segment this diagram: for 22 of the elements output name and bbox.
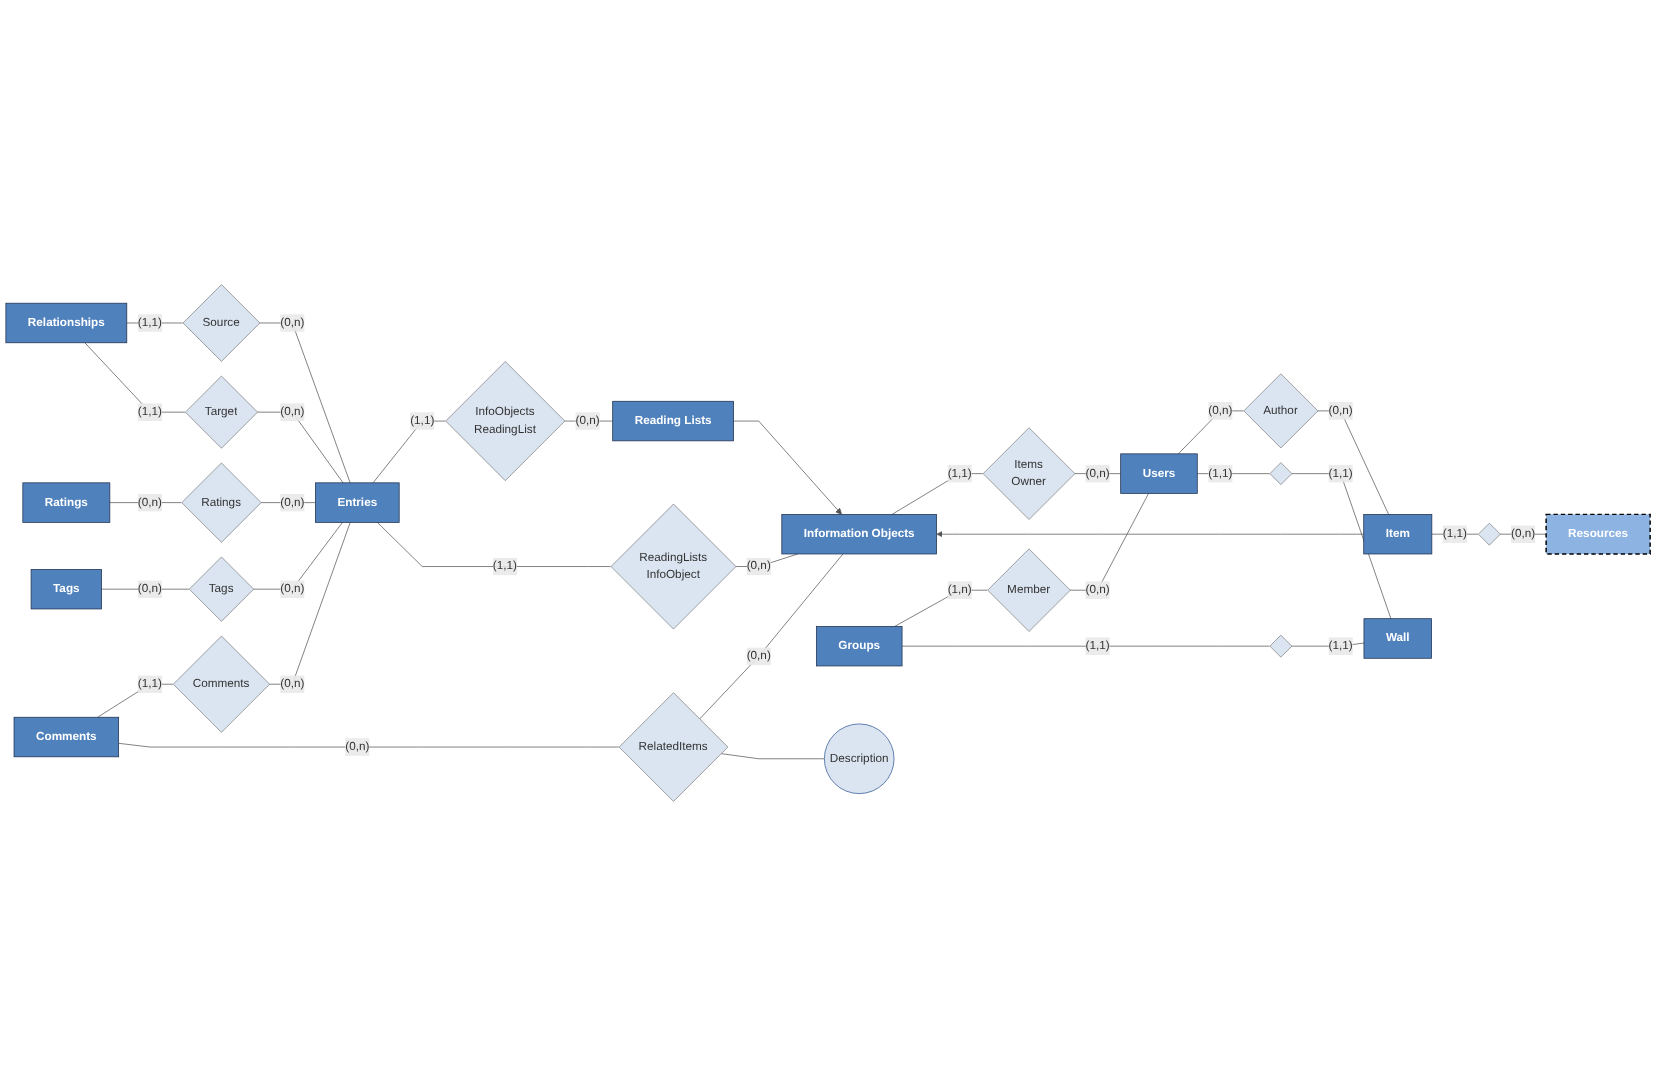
node-diamond	[1269, 634, 1293, 658]
connector	[377, 522, 611, 567]
connector	[84, 342, 186, 413]
connector	[252, 522, 343, 590]
connector	[891, 473, 984, 515]
connector	[256, 411, 344, 484]
connector	[901, 645, 1270, 647]
connector	[118, 742, 620, 748]
connector	[97, 683, 174, 718]
connector	[720, 753, 825, 760]
connector	[1317, 410, 1389, 515]
node-diamond	[1478, 522, 1501, 546]
connector	[1291, 473, 1392, 620]
connector	[126, 322, 184, 324]
connector	[1291, 642, 1365, 647]
connector	[1069, 493, 1149, 591]
connector	[259, 322, 351, 484]
connector	[372, 420, 446, 484]
connector	[1177, 410, 1244, 455]
connector	[1196, 473, 1270, 474]
node-diamond	[1269, 462, 1293, 485]
connector	[268, 522, 351, 685]
